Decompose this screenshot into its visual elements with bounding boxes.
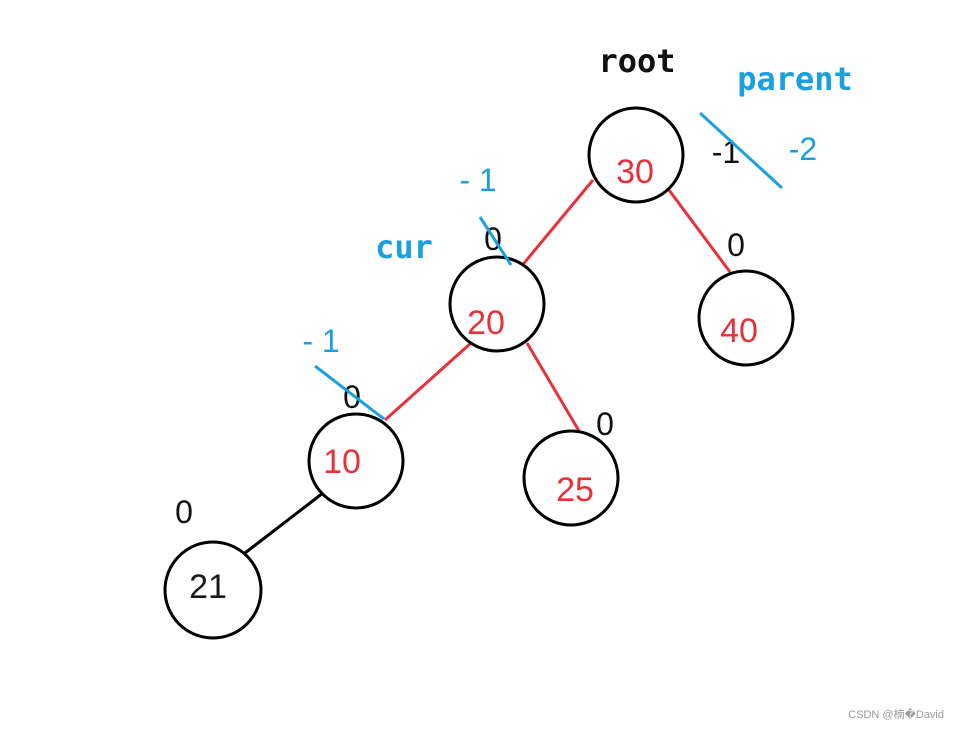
bf-30-new: -2 xyxy=(789,131,817,167)
edge-30-20 xyxy=(518,179,595,269)
node-10-label: 10 xyxy=(323,443,361,481)
node-20-label: 20 xyxy=(467,304,505,342)
node-25-circle xyxy=(522,429,620,527)
node-40-label: 40 xyxy=(720,312,758,350)
cur-pointer-label: cur xyxy=(375,228,433,266)
node-30-label: 30 xyxy=(616,153,654,191)
bf-10-old: 0 xyxy=(343,379,361,415)
parent-pointer-label: parent xyxy=(737,60,853,98)
bf-21: 0 xyxy=(175,494,193,530)
node-10-circle xyxy=(307,412,405,510)
node-30-circle xyxy=(587,106,685,204)
bf-10-new: - 1 xyxy=(302,323,339,359)
root-pointer-label: root xyxy=(598,42,675,80)
bf-30-strike xyxy=(698,111,784,190)
bf-40: 0 xyxy=(727,227,745,263)
node-20-circle xyxy=(448,255,546,353)
edge-20-25 xyxy=(525,342,584,437)
watermark: CSDN @楠�David xyxy=(848,707,944,721)
node-21-label: 21 xyxy=(189,568,227,606)
edge-10-21 xyxy=(244,491,324,555)
bf-30-old: -1 xyxy=(712,134,740,170)
node-21-circle xyxy=(163,540,263,640)
node-40-circle xyxy=(697,269,795,367)
bf-10-strike xyxy=(314,364,385,421)
bf-20-new: - 1 xyxy=(459,162,496,198)
node-25-label: 25 xyxy=(556,471,594,509)
bf-20-strike xyxy=(478,216,513,266)
edge-20-10 xyxy=(383,341,473,422)
edge-30-40 xyxy=(664,185,732,273)
bf-25: 0 xyxy=(596,406,614,442)
